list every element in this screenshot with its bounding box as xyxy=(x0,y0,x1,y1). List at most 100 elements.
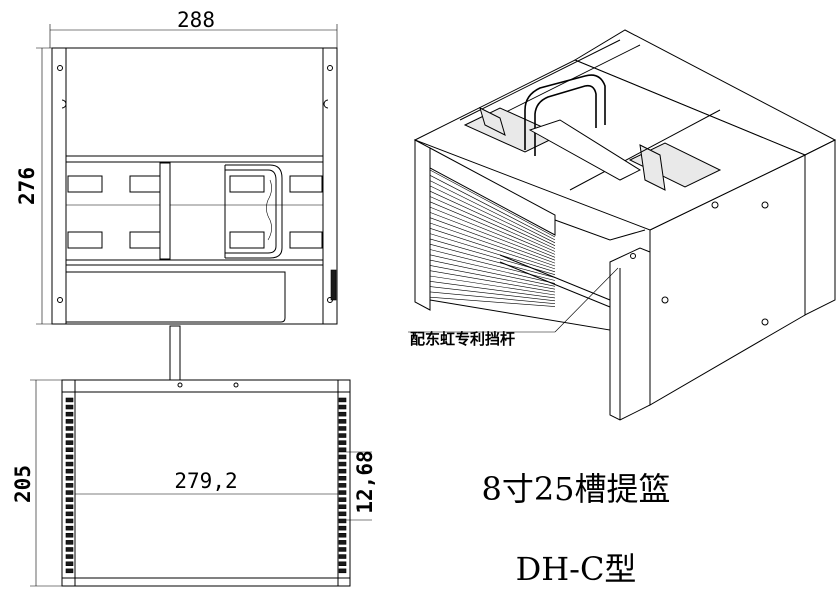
iso-slot-line xyxy=(429,217,556,264)
screw-icon xyxy=(57,65,63,71)
slot-tooth xyxy=(338,404,347,410)
top-outer-frame xyxy=(51,47,338,325)
retainer-bar xyxy=(609,247,651,421)
iso-slot-line xyxy=(429,281,556,299)
slot-tooth xyxy=(65,404,74,410)
slot-tooth xyxy=(65,532,74,538)
slot-tooth xyxy=(338,511,347,517)
screw-icon xyxy=(761,318,769,326)
slot-tooth xyxy=(65,454,74,460)
front-outer-frame xyxy=(61,379,351,587)
iso-slot-line xyxy=(429,206,556,258)
slot-tooth xyxy=(65,447,74,452)
screw-icon xyxy=(57,297,63,303)
front-view: 205 279,2 12,68 xyxy=(11,379,377,587)
slot-tooth xyxy=(65,547,74,552)
iso-slot-line xyxy=(429,175,556,241)
iso-slot-line xyxy=(429,190,556,249)
slot-tooth xyxy=(338,454,347,460)
slot-tooth xyxy=(338,397,347,403)
connector-post xyxy=(169,325,181,381)
slot-tooth xyxy=(338,540,347,545)
iso-slot-line xyxy=(429,185,556,246)
latch-icon xyxy=(330,269,337,301)
slot-tooth xyxy=(65,525,74,531)
slot-tooth xyxy=(338,411,347,417)
slot-tooth xyxy=(338,440,347,445)
slot-tooth xyxy=(65,397,74,403)
slot-tooth xyxy=(65,411,74,417)
handle-loop xyxy=(225,164,283,259)
iso-slot-line xyxy=(429,212,556,261)
screw-icon xyxy=(177,382,183,388)
slot-tooth xyxy=(65,561,74,566)
handle-bar xyxy=(159,162,171,260)
slot-tooth xyxy=(338,497,347,502)
screw-icon xyxy=(233,382,239,388)
slot-tooth xyxy=(65,511,74,517)
iso-slot-line xyxy=(429,169,556,238)
slot-teeth-left xyxy=(65,397,74,574)
slot-tooth xyxy=(65,540,74,545)
iso-slot-line xyxy=(429,296,556,307)
iso-slot-line xyxy=(429,275,556,296)
slot-tooth xyxy=(338,461,347,467)
callout-label: 配东虹专利挡杆 xyxy=(410,330,515,348)
iso-slots xyxy=(429,169,556,307)
slot-tooth xyxy=(338,490,347,495)
slot-tooth xyxy=(65,440,74,445)
slot-teeth-right xyxy=(338,397,347,574)
slot-tooth xyxy=(65,497,74,502)
iso-slot-line xyxy=(429,259,556,287)
iso-slot-line xyxy=(429,249,556,281)
product-title: 8寸25槽提篮 xyxy=(481,470,670,508)
slot-tooth xyxy=(338,419,347,424)
slot-tooth xyxy=(338,483,347,488)
iso-slot-line xyxy=(429,291,556,304)
slot-tooth xyxy=(338,468,347,474)
dim-label-12-68: 12,68 xyxy=(353,450,377,513)
dim-label-288: 288 xyxy=(177,8,215,32)
slot-tooth xyxy=(65,568,74,574)
iso-slot-line xyxy=(429,270,556,293)
slot-tooth xyxy=(65,504,74,509)
slot-tooth xyxy=(65,518,74,524)
iso-slot-line xyxy=(429,243,556,278)
slot-tooth xyxy=(65,468,74,474)
callout-leader xyxy=(554,267,619,333)
iso-slot-line xyxy=(429,201,556,255)
slot-tooth xyxy=(338,475,347,481)
slot-tooth xyxy=(338,547,347,552)
model-title: DH-C型 xyxy=(516,550,637,588)
slot-tooth xyxy=(338,561,347,566)
iso-slot-line xyxy=(429,254,556,284)
slot-tooth xyxy=(338,433,347,438)
slot-tooth xyxy=(65,433,74,438)
dim-label-279-2: 279,2 xyxy=(174,469,237,493)
top-deck xyxy=(413,59,807,231)
slot-tooth xyxy=(65,426,74,431)
iso-slot-line xyxy=(429,180,556,244)
slot-tooth xyxy=(338,504,347,509)
handle-icon xyxy=(524,74,606,150)
slot-tooth xyxy=(65,554,74,559)
slot-tooth xyxy=(65,483,74,488)
isometric-view: 配东虹专利挡杆 xyxy=(408,29,837,421)
screw-icon xyxy=(761,201,769,209)
slot-tooth xyxy=(338,447,347,452)
iso-slot-line xyxy=(429,286,556,302)
iso-slot-line xyxy=(429,228,556,270)
dim-label-205: 205 xyxy=(11,465,35,503)
slot-tooth xyxy=(65,490,74,495)
slot-tooth xyxy=(338,568,347,574)
iso-slot-line xyxy=(429,196,556,252)
slot-tooth xyxy=(65,419,74,424)
top-view: 288 276 xyxy=(15,8,338,381)
slot-tooth xyxy=(338,426,347,431)
iso-slot-line xyxy=(429,222,556,267)
slot-tooth xyxy=(65,475,74,481)
dim-label-276: 276 xyxy=(15,167,39,205)
slot-tooth xyxy=(338,532,347,538)
screw-icon xyxy=(630,253,636,259)
